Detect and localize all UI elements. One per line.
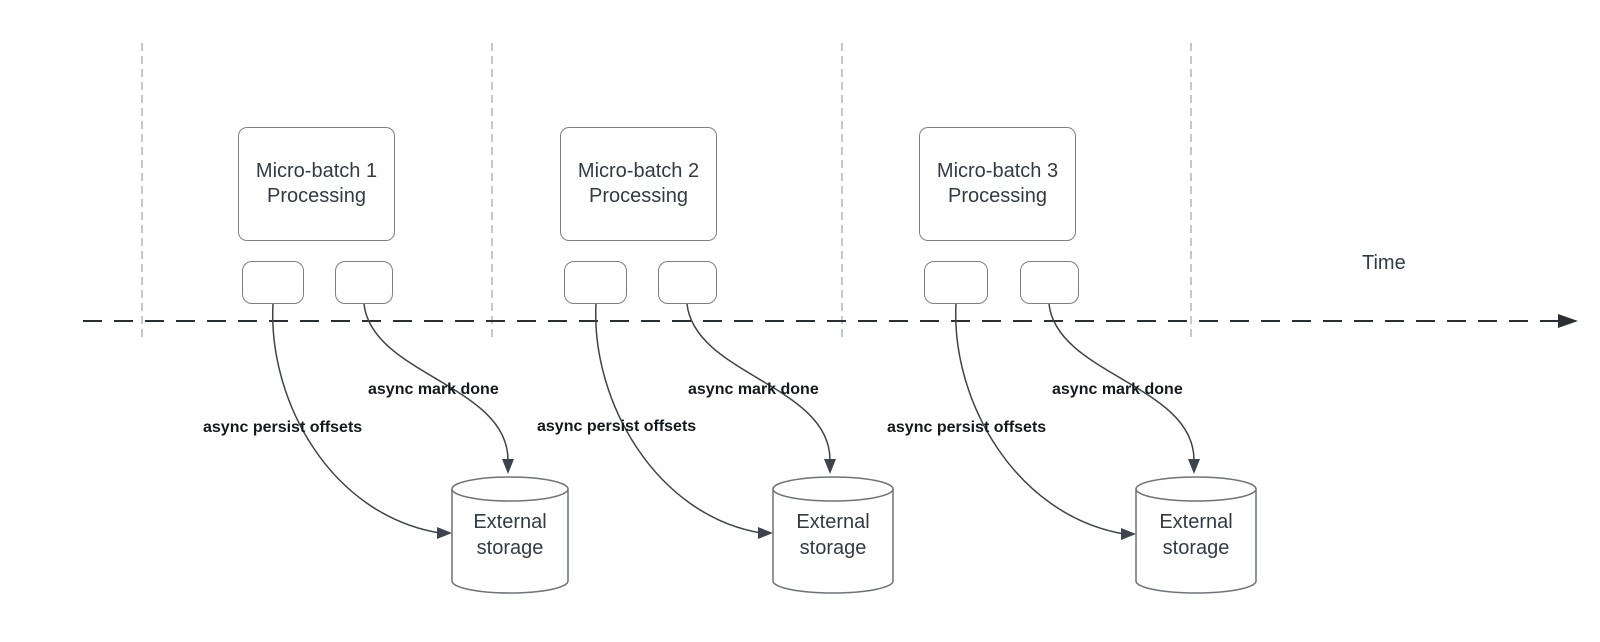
cylinder-body-3 [1135,489,1257,594]
mark-done-arrow-1 [363,303,509,461]
micro-batch-1-title-line2: Processing [267,185,366,207]
mark-done-task-box-1 [335,261,393,304]
persist-offsets-arrowhead-2 [758,527,773,539]
micro-batch-1-box: Micro-batch 1 Processing [238,127,395,241]
micro-batch-2-box: Micro-batch 2 Processing [560,127,717,241]
cylinder-top-rim-3 [1135,476,1257,502]
time-axis-arrowhead [1558,314,1578,328]
cylinder-body-1 [451,489,569,594]
external-storage-cylinder-1 [451,476,569,594]
persist-task-box-3 [924,261,988,304]
micro-batch-3-title-line1: Micro-batch 3 [936,160,1059,182]
time-axis-label: Time [1362,252,1406,274]
mark-done-task-box-3 [1020,261,1079,304]
cylinder-top-rim-1 [451,476,569,502]
micro-batch-3-title-line2: Processing [948,185,1047,207]
persist-offsets-arrowhead-3 [1121,528,1136,540]
mark-done-arrowhead-1 [502,459,514,474]
cylinder-body-2 [772,489,894,594]
micro-batch-1-title-line1: Micro-batch 1 [255,160,378,182]
persist-offsets-arrow-2 [595,303,762,534]
persist-offsets-label-2: async persist offsets [537,418,697,435]
persist-offsets-arrow-3 [955,303,1125,535]
micro-batch-2-title-line1: Micro-batch 2 [577,160,700,182]
external-storage-cylinder-3 [1135,476,1257,594]
mark-done-arrowhead-2 [824,459,836,474]
persist-offsets-label-3: async persist offsets [887,419,1047,436]
micro-batch-3-box: Micro-batch 3 Processing [919,127,1076,241]
cylinder-top-rim-2 [772,476,894,502]
persist-offsets-label-1: async persist offsets [203,419,363,436]
external-storage-cylinder-2 [772,476,894,594]
mark-done-arrow-2 [686,303,831,461]
mark-done-arrow-3 [1048,303,1195,461]
mark-done-label-1: async mark done [368,381,499,398]
mark-done-task-box-2 [658,261,717,304]
micro-batch-2-title-line2: Processing [589,185,688,207]
mark-done-arrowhead-3 [1188,459,1200,474]
persist-task-box-2 [564,261,627,304]
persist-task-box-1 [242,261,304,304]
persist-offsets-arrow-1 [272,303,441,534]
mark-done-label-2: async mark done [688,381,819,398]
mark-done-label-3: async mark done [1052,381,1183,398]
persist-offsets-arrowhead-1 [437,527,452,539]
